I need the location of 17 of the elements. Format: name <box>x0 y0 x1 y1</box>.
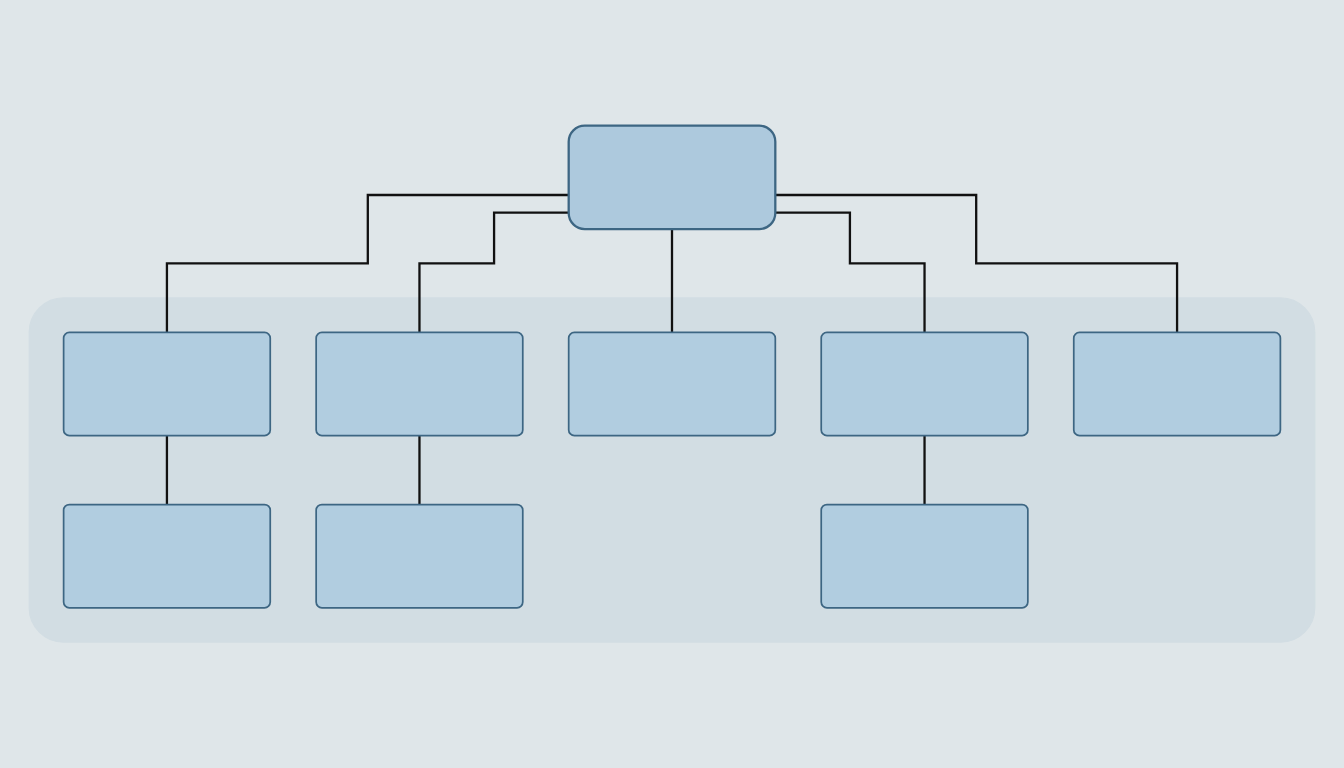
node-box <box>62 503 272 609</box>
node-box <box>567 124 777 231</box>
connector <box>775 211 926 334</box>
cluster <box>28 297 1316 643</box>
node-box <box>820 503 1029 609</box>
connector <box>418 211 569 334</box>
connector <box>165 193 569 334</box>
node-box <box>315 331 524 437</box>
node-box <box>1072 331 1282 437</box>
connector <box>775 193 1179 334</box>
connector <box>923 434 926 506</box>
node-box <box>62 331 272 437</box>
connector <box>418 434 421 506</box>
node-box <box>315 503 524 609</box>
connector <box>165 434 169 506</box>
node-box <box>820 331 1029 437</box>
node-box <box>567 331 777 437</box>
